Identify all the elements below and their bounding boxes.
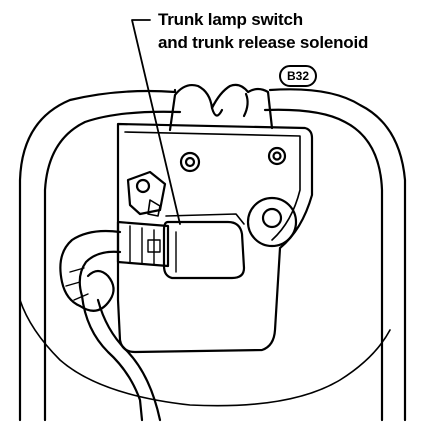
wire-harness-lower bbox=[78, 250, 122, 298]
wire-tape-wrap bbox=[65, 267, 89, 301]
latch-housing-inner bbox=[124, 131, 301, 241]
latch-rotor bbox=[246, 196, 298, 248]
trunk-panel-outline bbox=[18, 88, 407, 422]
bolt-hole-left-inner bbox=[184, 156, 196, 168]
bolt-hole-left bbox=[179, 151, 201, 173]
bolt-hole-right-inner bbox=[272, 151, 282, 161]
wire-harness-tail bbox=[80, 294, 144, 422]
callout-leader-line bbox=[131, 19, 181, 225]
wire-harness-tail-2 bbox=[96, 298, 162, 422]
solenoid-body bbox=[162, 220, 246, 280]
striker-notch bbox=[210, 106, 224, 117]
connector-body bbox=[116, 220, 170, 268]
connector-code-badge: B32 bbox=[279, 65, 317, 87]
component-callout-label: Trunk lamp switch and trunk release sole… bbox=[158, 8, 368, 54]
wire-harness-upper bbox=[59, 229, 122, 308]
trunk-panel-inner-outline bbox=[43, 108, 384, 422]
striker-claw bbox=[168, 83, 274, 132]
callout-line-1: Trunk lamp switch bbox=[158, 10, 303, 29]
latch-housing bbox=[116, 122, 314, 354]
panel-lower-curve bbox=[19, 299, 391, 407]
left-bracket-nut bbox=[135, 178, 151, 194]
striker-notch-2 bbox=[242, 92, 249, 118]
connector-latch bbox=[147, 239, 161, 253]
callout-line-2: and trunk release solenoid bbox=[158, 33, 369, 52]
bolt-hole-right bbox=[267, 146, 287, 166]
solenoid-top-edge bbox=[165, 213, 245, 225]
left-bracket-stud bbox=[147, 199, 161, 217]
connector-detail bbox=[129, 225, 155, 265]
latch-rotor-hub bbox=[261, 207, 283, 229]
wire-harness-loop bbox=[78, 269, 115, 312]
